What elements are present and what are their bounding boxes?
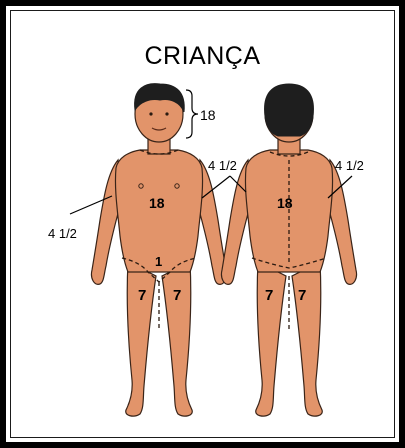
head-bracket	[186, 90, 198, 138]
label-head: 18	[200, 107, 216, 123]
back-right-leg	[292, 262, 322, 416]
front-right-leg	[162, 262, 192, 416]
label-leg-back-right: 7	[298, 287, 306, 304]
label-arm-left: 4 1/2	[48, 226, 77, 241]
label-leg-front-left: 7	[138, 287, 146, 304]
label-leg-back-left: 7	[265, 287, 273, 304]
front-left-leg	[126, 262, 156, 416]
label-leg-front-right: 7	[173, 287, 181, 304]
back-left-leg	[256, 262, 286, 416]
label-genital: 1	[155, 254, 162, 269]
label-arm-front-right: 4 1/2	[208, 158, 237, 173]
label-trunk-front: 18	[149, 195, 165, 211]
label-arm-back-right: 4 1/2	[335, 158, 364, 173]
front-figure	[91, 86, 226, 416]
label-trunk-back: 18	[277, 195, 293, 211]
back-hair	[265, 84, 314, 136]
